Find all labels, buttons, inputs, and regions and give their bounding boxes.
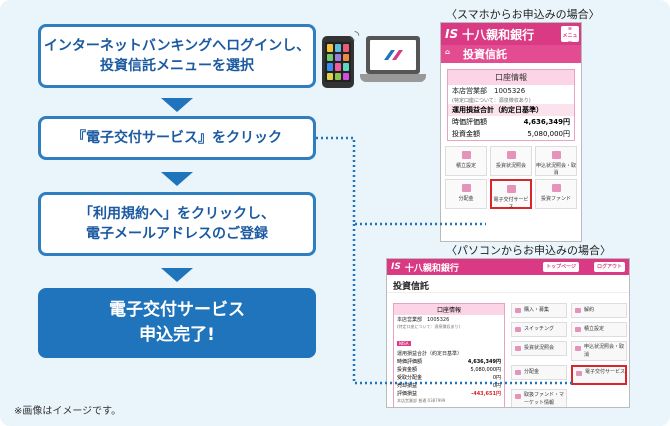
cost-row: 投資金額 5,080,000円	[448, 128, 574, 140]
account-title: 口座情報	[448, 70, 574, 85]
cost-value: 5,080,000円	[527, 130, 570, 138]
step-click-service: 『電子交付サービス』をクリック	[38, 116, 316, 160]
eval-title: 運用損益合計（約定日基準）	[397, 351, 463, 357]
down-arrow-icon	[161, 268, 193, 282]
row-label: 受取分配金	[397, 375, 423, 381]
menu-item[interactable]: 投資ファンド	[535, 179, 577, 209]
eval-value: 4,636,349円	[523, 118, 570, 126]
smartphone-header: IS 十八親和銀行 ≡メニュー	[441, 23, 581, 46]
home-icon[interactable]: ⌂	[445, 48, 451, 56]
menu-item[interactable]: 分配金	[445, 179, 487, 209]
branch-info: 本店営業部 1005326	[397, 317, 450, 323]
e-delivery-button[interactable]: 電子交付サービス	[571, 365, 627, 385]
step-register-email-line2: 電子メールアドレスのご登録	[86, 226, 268, 242]
menu-item[interactable]: 申込状況照会・取消	[535, 146, 577, 176]
smartphone-menu-grid: 積立設定 投資状況照会 申込状況照会・取消 分配金 電子交付サービス 投資ファン…	[445, 146, 577, 210]
page-title: 投資信託	[463, 48, 507, 61]
row-label: 時価評価額	[397, 359, 423, 365]
row-value: 5,080,000円	[470, 367, 501, 373]
pc-header: IS 十八親和銀行 トップページ ログアウト	[387, 259, 629, 275]
menu-item[interactable]: 積立設定	[571, 322, 627, 337]
eval-title: 運用損益合計（約定日基準）	[448, 104, 574, 116]
cost-label: 投資金額	[452, 130, 480, 138]
step-login-line1: インターネットバンキングへログインし、	[43, 37, 311, 54]
top-page-button[interactable]: トップページ	[543, 262, 579, 272]
smartphone-icon	[322, 36, 354, 88]
wifi-icon: ◟◝	[350, 28, 360, 42]
eval-row: 時価評価額 4,636,349円	[394, 358, 504, 366]
bank-name: 十八親和銀行	[462, 27, 535, 42]
step-register-email: 「利用規約へ」をクリックし、 電子メールアドレスのご登録	[38, 192, 316, 256]
step-login-line2: 投資信託メニューを選択	[100, 58, 254, 74]
row-value: 0円	[492, 375, 501, 381]
account-panel: 口座情報 本店営業部 1005326 (特定口座について：源泉徴収あり) NIS…	[393, 303, 505, 407]
branch-sub: (特定口座について：源泉徴収あり)	[452, 98, 531, 104]
menu-item[interactable]: 投資状況照会	[511, 341, 567, 356]
account-panel: 口座情報 本店営業部 1005326 (特定口座について：源泉徴収あり) 運用損…	[447, 69, 575, 141]
pc-menu-grid: 購入・募集 解約 スイッチング 積立設定 投資状況照会 申込状況照会・取消 分配…	[511, 303, 627, 407]
step-register-email-line1: 「利用規約へ」をクリックし、	[79, 205, 275, 222]
branch-sub: (特定口座について：源泉徴収あり)	[397, 324, 461, 329]
logout-button[interactable]: ログアウト	[593, 262, 625, 272]
row-value: 4,636,349円	[467, 359, 501, 365]
menu-item[interactable]: 積立設定	[445, 146, 487, 176]
eval-label: 時価評価額	[452, 118, 487, 126]
row-label: 売却損益	[397, 383, 418, 389]
step-complete-line2: 申込完了!	[139, 325, 215, 345]
smartphone-caption: 〈スマホからお申込みの場合〉	[446, 8, 600, 21]
step-complete: 電子交付サービス 申込完了!	[38, 288, 316, 358]
image-note: ※画像はイメージです。	[14, 406, 122, 417]
eval-row: 時価評価額 4,636,349円	[448, 116, 574, 128]
pc-screen: IS 十八親和銀行 トップページ ログアウト 投資信託 口座情報 本店営業部 1…	[386, 258, 630, 408]
step-click-service-line1: 『電子交付サービス』をクリック	[72, 129, 282, 146]
page-title: 投資信託	[387, 275, 629, 293]
menu-item[interactable]: 申込状況照会・取消	[571, 341, 627, 361]
account-footer: 本店営業部 普通 0387999	[397, 398, 446, 403]
nisa-badge: NISA	[397, 341, 411, 346]
eval-row: 受取分配金 0円	[394, 374, 504, 382]
row-label: 投資金額	[397, 367, 418, 373]
down-arrow-icon	[161, 172, 193, 186]
branch-info: 本店営業部 1005326	[452, 87, 526, 95]
smartphone-title-bar: ⌂ 投資信託	[441, 45, 581, 63]
row-value: 0円	[492, 383, 501, 389]
menu-item[interactable]: 分配金	[511, 365, 567, 380]
row-value: -443,651円	[471, 391, 501, 397]
laptop-icon	[360, 36, 426, 86]
eval-row: 評価損益 -443,651円	[394, 390, 504, 398]
pc-caption: 〈パソコンからお申込みの場合〉	[446, 244, 611, 257]
menu-item[interactable]: 購入・募集	[511, 303, 567, 318]
bank-logo-icon: IS	[391, 262, 401, 272]
menu-label: メニュー	[562, 33, 578, 46]
step-login: インターネットバンキングへログインし、 投資信託メニューを選択	[38, 24, 316, 88]
eval-row: 投資金額 5,080,000円	[394, 366, 504, 374]
menu-button[interactable]: ≡メニュー	[561, 26, 579, 46]
smartphone-screen: IS 十八親和銀行 ≡メニュー ⌂ 投資信託 口座情報 本店営業部 100532…	[440, 22, 582, 242]
bank-logo-icon: IS	[445, 27, 459, 41]
bank-name: 十八親和銀行	[404, 263, 459, 274]
e-delivery-button[interactable]: 電子交付サービス	[490, 179, 532, 210]
step-complete-line1: 電子交付サービス	[109, 300, 245, 321]
menu-item[interactable]: スイッチング	[511, 322, 567, 337]
eval-row: 売却損益 0円	[394, 382, 504, 390]
menu-item[interactable]: 解約	[571, 303, 627, 318]
down-arrow-icon	[161, 98, 193, 112]
menu-item[interactable]: 投資状況照会	[490, 146, 532, 176]
account-title: 口座情報	[394, 304, 504, 315]
row-label: 評価損益	[397, 391, 418, 397]
menu-item[interactable]: 取扱ファンド・マーケット情報	[511, 389, 567, 407]
